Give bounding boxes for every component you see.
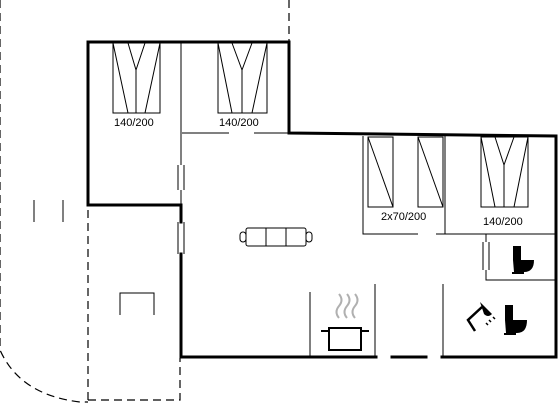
bed-1: 140/200 — [112, 42, 161, 129]
toilet-icon — [512, 246, 534, 274]
toilet-icon-2 — [504, 305, 527, 335]
shower-icon — [466, 302, 496, 332]
bed-2-label: 140/200 — [219, 117, 259, 129]
bed-1-label: 140/200 — [114, 117, 154, 129]
bed-3: 2x70/200 — [367, 136, 444, 223]
bed-4-label: 140/200 — [483, 216, 523, 228]
cooking-pot-icon — [321, 293, 369, 351]
table-icon — [33, 200, 155, 315]
interior-walls — [177, 42, 556, 357]
sofa-icon — [239, 227, 313, 247]
bed-3-label: 2x70/200 — [381, 211, 426, 223]
bed-2: 140/200 — [217, 42, 268, 129]
bed-4: 140/200 — [480, 136, 529, 228]
